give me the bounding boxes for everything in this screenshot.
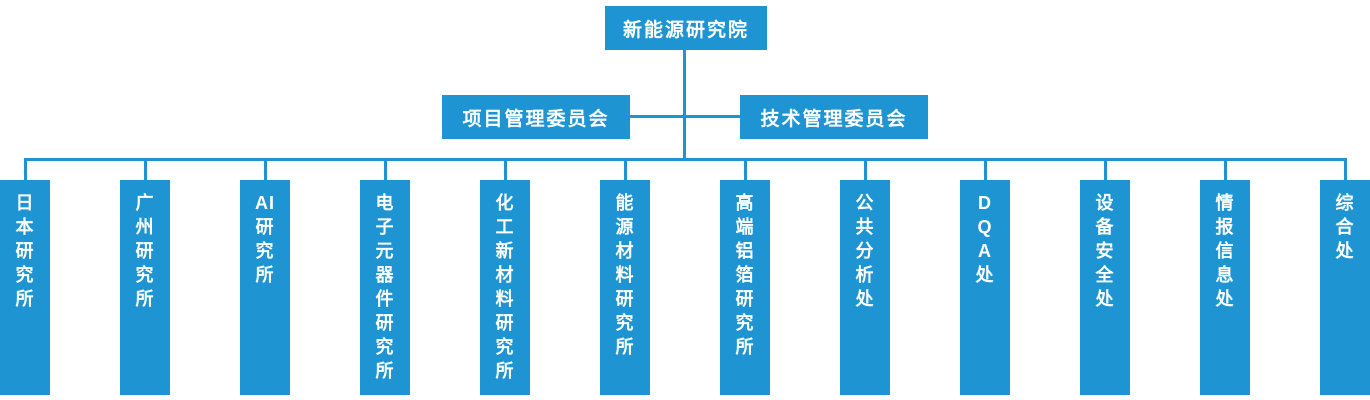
department-label-line: 电 bbox=[375, 193, 395, 213]
department-label-line: 研 bbox=[495, 313, 515, 333]
org-node-department-11: 情报信息处 bbox=[1200, 180, 1250, 395]
department-label-line: 所 bbox=[255, 265, 275, 285]
department-label-line: 处 bbox=[1215, 289, 1235, 309]
department-label-line: 共 bbox=[855, 217, 875, 237]
department-label-line: 究 bbox=[375, 337, 395, 357]
department-label-line: 情 bbox=[1215, 193, 1235, 213]
connector-stub bbox=[743, 158, 747, 182]
connector-stub bbox=[983, 158, 987, 182]
org-node-committee-technology-management: 技术管理委员会 bbox=[740, 95, 928, 139]
department-label-line: 究 bbox=[135, 265, 155, 285]
department-label-line: 子 bbox=[375, 217, 395, 237]
department-label-line: 研 bbox=[375, 313, 395, 333]
department-label-line: 州 bbox=[135, 217, 155, 237]
department-label-line: 设 bbox=[1095, 193, 1115, 213]
department-label-line: 研 bbox=[255, 217, 275, 237]
department-label-line: 合 bbox=[1335, 217, 1355, 237]
department-label-line: 处 bbox=[1335, 241, 1355, 261]
department-label-line: 处 bbox=[1095, 289, 1115, 309]
department-label-line: 元 bbox=[375, 241, 395, 261]
department-label-line: 料 bbox=[615, 265, 635, 285]
department-label-line: 究 bbox=[615, 313, 635, 333]
department-label-line: 广 bbox=[135, 193, 155, 213]
connector-stub bbox=[383, 158, 387, 182]
org-node-committee-project-management: 项目管理委员会 bbox=[442, 95, 630, 139]
connector-stub bbox=[863, 158, 867, 182]
department-label-line: 材 bbox=[615, 241, 635, 261]
department-label-line: 全 bbox=[1095, 265, 1115, 285]
connector-stub bbox=[143, 158, 147, 182]
department-label-line: 料 bbox=[495, 289, 515, 309]
department-label-line: 器 bbox=[375, 265, 395, 285]
department-label-line: 所 bbox=[495, 361, 515, 381]
connector-stub bbox=[1223, 158, 1227, 182]
department-label-line: 分 bbox=[855, 241, 875, 261]
department-label-line: 所 bbox=[615, 337, 635, 357]
department-label-line: 工 bbox=[495, 217, 515, 237]
connector-distribution-horizontal bbox=[25, 158, 1346, 161]
department-label-line: 综 bbox=[1335, 193, 1355, 213]
department-label-line: 究 bbox=[255, 241, 275, 261]
department-label-line: 材 bbox=[495, 265, 515, 285]
org-node-department-3: AI 研究所 bbox=[240, 180, 290, 395]
department-label-line: 研 bbox=[615, 289, 635, 309]
department-label-line: 公 bbox=[855, 193, 875, 213]
connector-stub bbox=[23, 158, 27, 182]
department-label-line: 所 bbox=[15, 289, 35, 309]
connector-stub bbox=[623, 158, 627, 182]
org-node-department-8: 公共分析处 bbox=[840, 180, 890, 395]
department-label-line: A bbox=[978, 241, 992, 261]
department-label-line: 铝 bbox=[735, 241, 755, 261]
department-label-line: 信 bbox=[1215, 241, 1235, 261]
department-label-line: 研 bbox=[135, 241, 155, 261]
department-label-line: 报 bbox=[1215, 217, 1235, 237]
department-label-line: 息 bbox=[1215, 265, 1235, 285]
department-label-line: 件 bbox=[375, 289, 395, 309]
department-label-line: 所 bbox=[375, 361, 395, 381]
department-label-line: 析 bbox=[855, 265, 875, 285]
org-node-department-7: 高端铝箔研究所 bbox=[720, 180, 770, 395]
department-label-line: 新 bbox=[495, 241, 515, 261]
department-label-line: 所 bbox=[735, 337, 755, 357]
department-label-line: 所 bbox=[135, 289, 155, 309]
department-label-line: 处 bbox=[855, 289, 875, 309]
org-node-department-4: 电子元器件研究所 bbox=[360, 180, 410, 395]
department-label-line: 备 bbox=[1095, 217, 1115, 237]
department-label-line: 究 bbox=[495, 337, 515, 357]
org-node-department-5: 化工新材料研究所 bbox=[480, 180, 530, 395]
connector-stub bbox=[1343, 158, 1347, 182]
department-label-line: 安 bbox=[1095, 241, 1115, 261]
org-node-department-2: 广州研究所 bbox=[120, 180, 170, 395]
department-label-line: 研 bbox=[15, 241, 35, 261]
department-label-line: 化 bbox=[495, 193, 515, 213]
department-label-line: 源 bbox=[615, 217, 635, 237]
department-label-line: 箔 bbox=[735, 265, 755, 285]
org-node-department-10: 设备安全处 bbox=[1080, 180, 1130, 395]
department-label-line: 研 bbox=[735, 289, 755, 309]
org-node-department-12: 综合处 bbox=[1320, 180, 1370, 395]
department-label-line: AI bbox=[255, 193, 275, 213]
department-label-line: 日 bbox=[15, 193, 35, 213]
department-label-line: D bbox=[978, 193, 992, 213]
department-label-line: 处 bbox=[975, 265, 995, 285]
org-node-department-6: 能源材料研究所 bbox=[600, 180, 650, 395]
connector-stub bbox=[263, 158, 267, 182]
department-label-line: 本 bbox=[15, 217, 35, 237]
department-label-line: 究 bbox=[15, 265, 35, 285]
department-label-line: 端 bbox=[735, 217, 755, 237]
connector-root-vertical bbox=[683, 50, 686, 160]
connector-stub bbox=[1103, 158, 1107, 182]
department-label-line: Q bbox=[977, 217, 993, 237]
department-label-line: 能 bbox=[615, 193, 635, 213]
department-label-line: 高 bbox=[735, 193, 755, 213]
org-node-department-1: 日本研究所 bbox=[0, 180, 50, 395]
org-node-root: 新能源研究院 bbox=[605, 6, 767, 50]
connector-committees-horizontal bbox=[630, 115, 740, 118]
connector-stub bbox=[503, 158, 507, 182]
department-label-line: 究 bbox=[735, 313, 755, 333]
